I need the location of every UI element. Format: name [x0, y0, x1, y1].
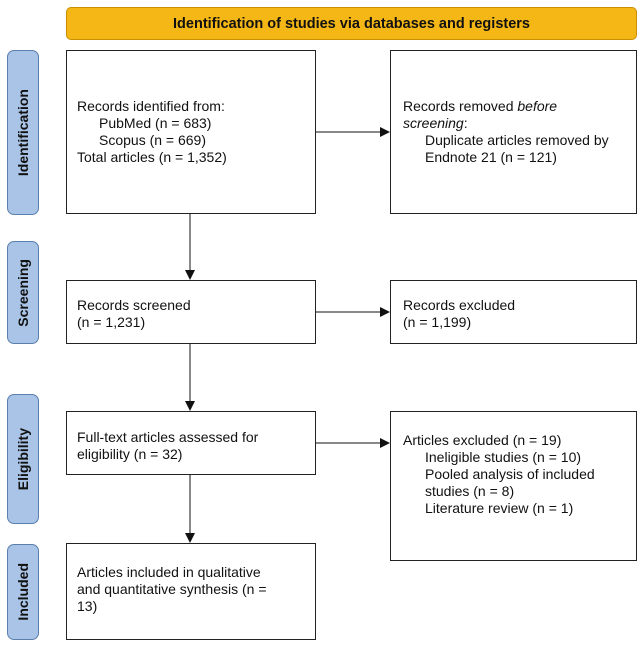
stage-eligibility: Eligibility	[7, 394, 39, 524]
stage-included: Included	[7, 544, 39, 640]
header-title: Identification of studies via databases …	[173, 15, 530, 32]
records-removed-heading-em2: screening	[403, 115, 464, 131]
pooled-analysis: Pooled analysis of included studies (n =…	[425, 466, 595, 499]
ineligible-studies: Ineligible studies (n = 10)	[425, 449, 582, 465]
articles-included-text: Articles included in qualitative and qua…	[77, 564, 267, 614]
records-identified-heading: Records identified from:	[77, 98, 225, 114]
records-removed-heading-em: before	[517, 98, 558, 114]
records-removed-heading-start: Records removed	[403, 98, 518, 114]
header-banner: Identification of studies via databases …	[66, 7, 637, 40]
duplicates-removed: Duplicate articles removed by Endnote 21…	[425, 132, 609, 165]
articles-excluded-heading: Articles excluded (n = 19)	[403, 432, 562, 448]
records-removed-box: Records removed before screening: Duplica…	[390, 50, 637, 214]
fulltext-assessed-box: Full-text articles assessed for eligibil…	[66, 411, 316, 475]
articles-excluded-box: Articles excluded (n = 19) Ineligible st…	[390, 411, 637, 561]
total-articles: Total articles (n = 1,352)	[77, 149, 227, 165]
stage-identification: Identification	[7, 50, 39, 215]
records-excluded-label: Records excluded	[403, 297, 516, 313]
records-excluded-count: (n = 1,199)	[403, 314, 472, 330]
records-removed-heading: Records removed before screening:	[403, 98, 628, 132]
records-excluded-box: Records excluded (n = 1,199)	[390, 280, 637, 344]
articles-included-box: Articles included in qualitative and qua…	[66, 543, 316, 640]
records-screened-label: Records screened	[77, 297, 191, 313]
pubmed-count: PubMed (n = 683)	[99, 115, 212, 131]
fulltext-assessed-text: Full-text articles assessed for eligibil…	[77, 429, 259, 462]
literature-review: Literature review (n = 1)	[425, 500, 574, 516]
records-identified-box: Records identified from: PubMed (n = 683…	[66, 50, 316, 214]
records-screened-box: Records screened (n = 1,231)	[66, 280, 316, 344]
records-screened-count: (n = 1,231)	[77, 314, 146, 330]
records-removed-heading-end: :	[463, 115, 468, 131]
stage-screening: Screening	[7, 241, 39, 344]
scopus-count: Scopus (n = 669)	[99, 132, 207, 148]
